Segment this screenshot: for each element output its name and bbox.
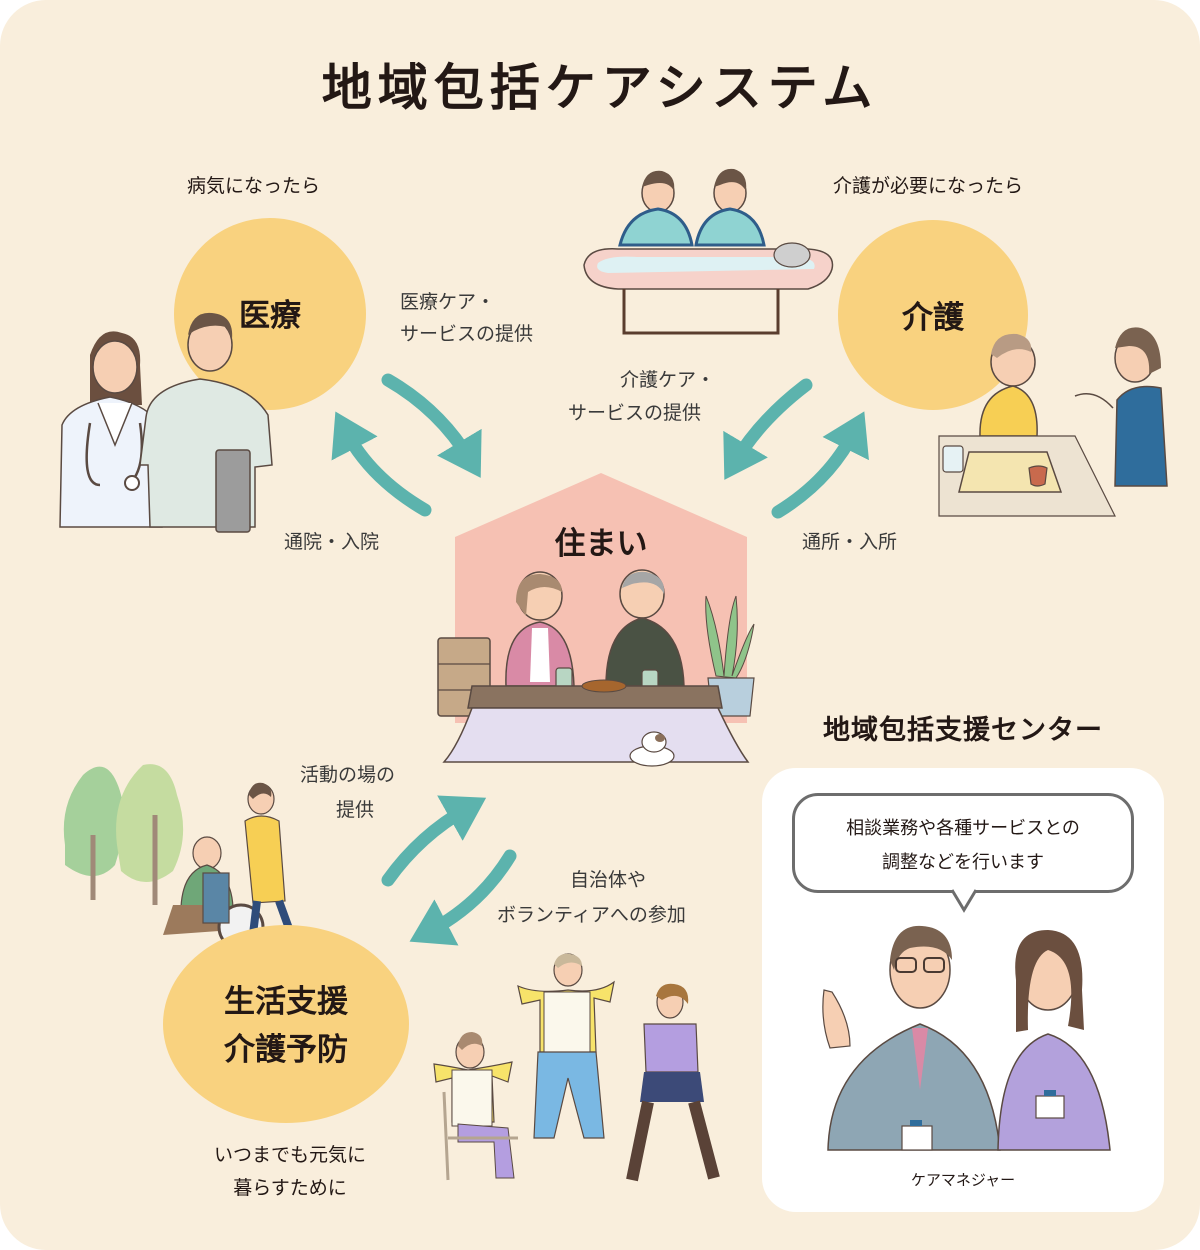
care-service-label-line2: サービスの提供 (568, 402, 702, 424)
medical-label: 医療 (239, 298, 301, 334)
home-label: 住まい (554, 526, 648, 562)
volunteer-label-line2: ボランティアへの参加 (497, 904, 686, 926)
support-label: 生活支援 介護予防 (163, 978, 409, 1074)
activity-place-label-line2: 提供 (336, 799, 375, 821)
care-condition-label: 介護が必要になったら (833, 175, 1024, 197)
speech-bubble: 相談業務や各種サービスとの 調整などを行います (792, 793, 1134, 893)
activity-place-label-line1: 活動の場の (300, 764, 396, 786)
speech-bubble-text: 相談業務や各種サービスとの 調整などを行います (795, 812, 1131, 880)
care-managers-illustration (822, 925, 1111, 1151)
speech-bubble-line1: 相談業務や各種サービスとの (846, 818, 1080, 839)
medical-condition-label: 病気になったら (187, 175, 321, 197)
medical-service-label-line1: 医療ケア・ (400, 291, 496, 313)
caregiver-feeding-icon (1074, 327, 1168, 487)
elderly-woman-icon (505, 571, 575, 697)
support-condition-line2: 暮らすために (233, 1177, 347, 1199)
exercise-group-illustration (433, 953, 720, 1182)
seated-woman-exercising-icon (433, 1032, 518, 1181)
care-label: 介護 (902, 300, 964, 336)
support-condition-line1: いつまでも元気に (213, 1144, 366, 1166)
arrow-medical-to-home (381, 373, 482, 478)
elderly-resident-icon (979, 333, 1038, 437)
support-circle (163, 925, 409, 1123)
standing-woman-exercising-icon (626, 983, 720, 1182)
hospital-visit-label: 通院・入院 (284, 531, 380, 553)
home-life-illustration (437, 569, 755, 767)
support-label-line2: 介護予防 (224, 1032, 348, 1068)
daycare-visit-label: 通所・入所 (802, 531, 898, 553)
arrow-home-to-medical (331, 411, 432, 517)
support-label-line1: 生活支援 (224, 984, 348, 1020)
standing-man-exercising-icon (517, 953, 615, 1139)
male-care-manager-icon (822, 925, 1001, 1151)
care-service-label-line1: 介護ケア・ (620, 369, 716, 391)
caregiver-icon (618, 168, 766, 247)
page-title: 地域包括ケアシステム (321, 59, 879, 117)
male-nurse-icon (139, 312, 273, 533)
center-title: 地域包括支援センター (823, 715, 1103, 746)
medical-service-label-line2: サービスの提供 (400, 323, 534, 345)
speech-bubble-line2: 調整などを行います (882, 852, 1044, 873)
female-care-manager-icon (997, 930, 1111, 1151)
care-manager-label: ケアマネジャー (910, 1171, 1016, 1189)
elderly-man-icon (605, 569, 685, 695)
bathing-care-illustration (583, 168, 834, 335)
doctors-illustration (59, 312, 273, 533)
arrow-care-to-home (723, 378, 813, 480)
speech-bubble-tail (950, 889, 978, 913)
walk-support-illustration (63, 764, 299, 952)
arrow-home-to-support (409, 849, 517, 946)
meal-assistance-illustration (938, 327, 1168, 517)
tree-icon (63, 764, 184, 905)
arrow-home-to-care (771, 411, 869, 519)
volunteer-label-line1: 自治体や (570, 869, 647, 891)
arrow-support-to-home (381, 795, 487, 887)
cat-icon (629, 731, 675, 767)
female-doctor-icon (59, 331, 163, 528)
